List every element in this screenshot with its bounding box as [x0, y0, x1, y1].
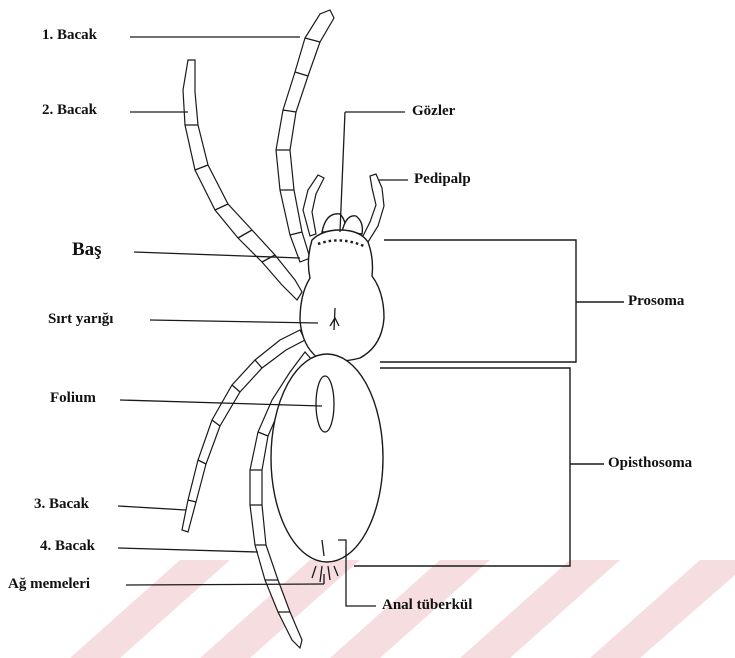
label-leg-3: 3. Bacak	[34, 497, 89, 512]
pedipalp-drawing	[362, 174, 384, 242]
label-dorsal-groove: Sırt yarığı	[48, 312, 113, 327]
label-prosoma: Prosoma	[628, 294, 684, 309]
label-folium: Folium	[50, 391, 96, 406]
label-pedipalp: Pedipalp	[414, 172, 471, 187]
label-opisthosoma: Opisthosoma	[608, 456, 692, 471]
opisthosoma-bracket	[354, 368, 604, 566]
leg-front-left	[303, 175, 324, 236]
label-anal-tubercle: Anal tüberkül	[382, 598, 472, 613]
prosoma-bracket	[380, 240, 624, 362]
opisthosoma-shape	[271, 354, 383, 582]
label-spinnerets: Ağ memeleri	[8, 577, 90, 592]
label-leg-1: 1. Bacak	[42, 28, 97, 43]
label-eyes: Gözler	[412, 104, 455, 119]
label-head: Baş	[72, 240, 102, 259]
label-leg-4: 4. Bacak	[40, 539, 95, 554]
label-leg-2: 2. Bacak	[42, 103, 97, 118]
